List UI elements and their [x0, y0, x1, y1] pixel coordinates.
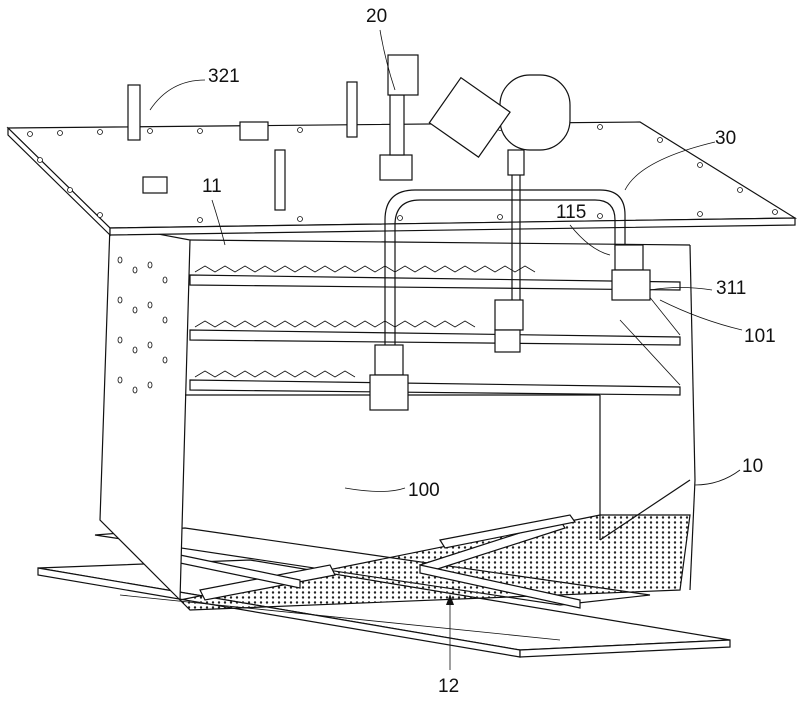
leader-lines	[149, 29, 743, 671]
label-30: 30	[715, 128, 737, 149]
label-115: 115	[556, 202, 587, 223]
label-10: 10	[742, 456, 764, 477]
label-20: 20	[366, 6, 388, 27]
pipe-assembly	[369, 54, 651, 411]
perforated-tray	[178, 514, 691, 611]
shelf-trays	[189, 259, 681, 396]
label-11: 11	[202, 176, 222, 197]
label-12: 12	[438, 676, 460, 697]
label-101: 101	[744, 326, 776, 347]
label-100: 100	[408, 480, 440, 501]
label-321: 321	[208, 66, 240, 87]
label-311: 311	[716, 278, 747, 299]
